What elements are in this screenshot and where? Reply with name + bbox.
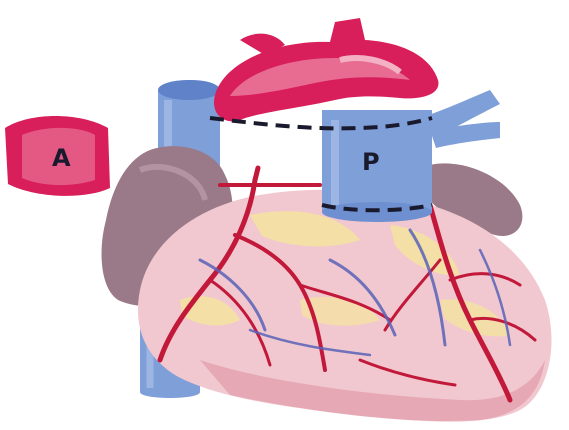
aortic-arch [214, 18, 438, 121]
label-aorta-section: A [52, 144, 71, 172]
label-pulmonary-section: P [362, 148, 380, 176]
